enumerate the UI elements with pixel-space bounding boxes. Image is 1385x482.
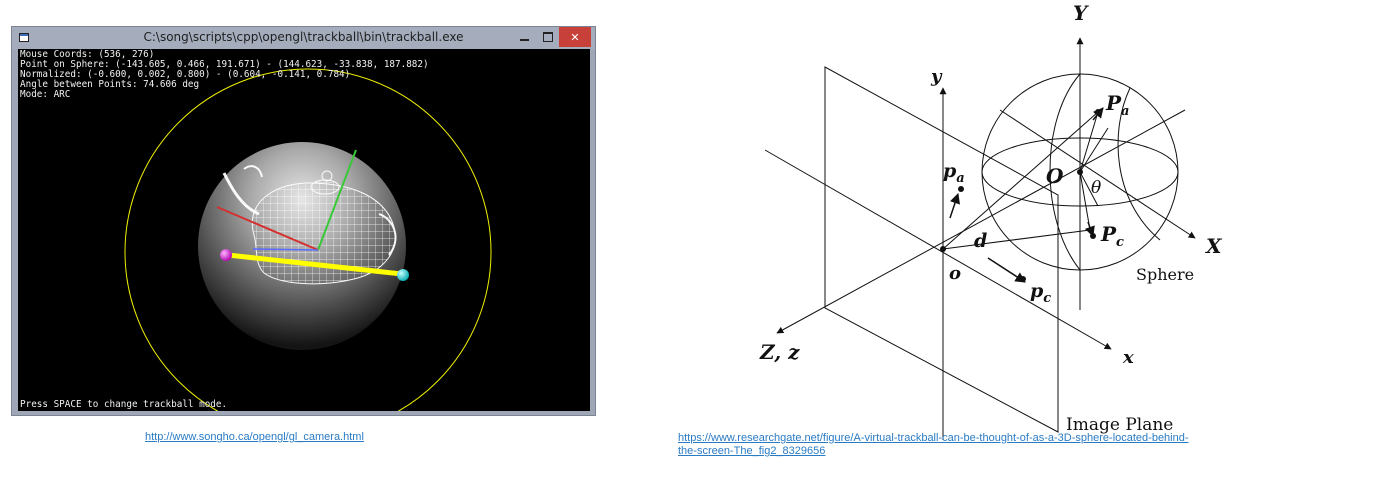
label-y: y	[930, 66, 943, 87]
label-Pc: Pc	[1100, 222, 1124, 250]
hud-point-on-sphere: Point on Sphere: (-143.605, 0.466, 191.6…	[20, 59, 429, 70]
window-title-bar[interactable]: C:\song\scripts\cpp\opengl\trackball\bin…	[12, 27, 595, 49]
label-sphere: Sphere	[1136, 265, 1194, 284]
hud-normalized: Normalized: (-0.600, 0.002, 0.800) - (0.…	[20, 69, 351, 80]
label-pc: pc	[1030, 280, 1051, 306]
close-icon: ✕	[570, 31, 580, 44]
z-axis-line	[252, 248, 319, 251]
sphere-meridian	[1049, 73, 1081, 271]
label-pa: pa	[943, 160, 965, 186]
label-X: X	[1204, 234, 1223, 258]
trackball-boundary-circle	[124, 68, 492, 411]
x-axis-line	[216, 206, 319, 251]
hud-mouse-coords: Mouse Coords: (536, 276)	[20, 49, 155, 60]
hud-text: Mouse Coords: (536, 276)Point on Sphere:…	[20, 50, 429, 100]
label-d: d	[974, 230, 987, 252]
maximize-button[interactable]	[537, 27, 559, 47]
image-plane	[824, 66, 1059, 433]
label-theta: θ	[1091, 178, 1101, 198]
maximize-icon	[543, 32, 553, 42]
world-z-axis	[776, 109, 1186, 334]
label-image-plane: Image Plane	[1066, 415, 1173, 435]
label-Zz: Z, z	[759, 340, 800, 364]
y-axis-line	[317, 149, 357, 251]
start-point-marker[interactable]	[220, 249, 232, 261]
label-O: O	[1046, 164, 1064, 188]
end-point-marker[interactable]	[397, 269, 409, 281]
arc-between-points	[225, 252, 405, 277]
label-Pa: Pa	[1105, 91, 1129, 119]
hud-mode: Mode: ARC	[20, 89, 71, 100]
camera-x-axis	[764, 149, 1112, 350]
point-pa	[958, 186, 964, 192]
hud-footer: Press SPACE to change trackball mode.	[20, 399, 228, 410]
label-x: x	[1122, 347, 1134, 368]
point-Pa	[1095, 109, 1101, 115]
close-button[interactable]: ✕	[559, 27, 591, 47]
songho-link[interactable]: http://www.songho.ca/opengl/gl_camera.ht…	[145, 431, 364, 443]
world-x-axis	[999, 109, 1196, 239]
label-Y: Y	[1073, 1, 1089, 25]
hud-angle: Angle between Points: 74.606 deg	[20, 79, 200, 90]
point-Pc	[1090, 233, 1096, 239]
window-title: C:\song\scripts\cpp\opengl\trackball\bin…	[143, 30, 464, 44]
label-o: o	[949, 263, 961, 284]
minimize-icon	[519, 39, 529, 41]
trackball-diagram: Y y Pa pa O θ d Pc X o pc Z, z x Sphere …	[759, 1, 1223, 440]
point-pc	[1020, 276, 1026, 282]
trackball-scene	[124, 68, 492, 411]
researchgate-link[interactable]: https://www.researchgate.net/figure/A-vi…	[678, 432, 1189, 457]
opengl-viewport[interactable]: Mouse Coords: (536, 276)Point on Sphere:…	[18, 49, 590, 411]
point-O	[1077, 169, 1083, 175]
console-window-icon[interactable]	[19, 33, 29, 42]
point-o	[940, 246, 946, 252]
minimize-button[interactable]	[511, 27, 537, 47]
trackball-app-window: C:\song\scripts\cpp\opengl\trackball\bin…	[11, 26, 596, 416]
